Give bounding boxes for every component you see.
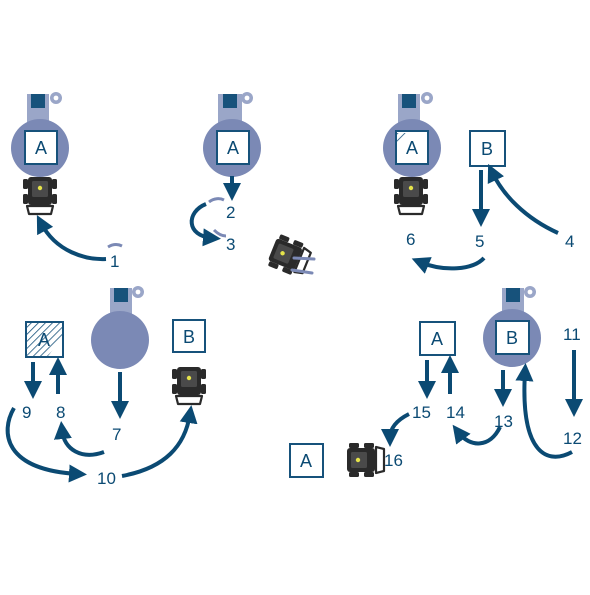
step-label: 5 (475, 232, 484, 251)
box-a-label: A (431, 329, 443, 349)
step-label: 1 (110, 252, 119, 271)
step-label: 11 (563, 325, 581, 344)
arrow-icon (452, 424, 502, 446)
step-label: 7 (112, 425, 121, 444)
arrow-icon (515, 363, 573, 459)
storage-box-b-icon: B (172, 319, 206, 353)
box-a-label: A (300, 451, 312, 471)
storage-box-a-icon: A (216, 130, 250, 165)
storage-box-b-icon: B (495, 320, 530, 355)
scene-2: A 2 3 (189, 92, 316, 280)
robot-icon (170, 365, 208, 406)
step-label: 6 (406, 230, 415, 249)
arrow-icon (381, 412, 410, 447)
storage-box-b-icon: B (469, 130, 506, 167)
arrow-icon (487, 163, 559, 235)
box-a-label: A (35, 138, 47, 158)
storage-box-a-icon: A (24, 130, 58, 165)
robot-icon (392, 175, 430, 216)
step-label: 2 (226, 203, 235, 222)
box-a-label: A (38, 330, 50, 350)
box-a-label: A (227, 138, 239, 158)
arrow-icon (5, 406, 87, 483)
robot-icon (21, 175, 59, 216)
step-label: 12 (563, 429, 582, 448)
storage-box-a-icon: A (289, 443, 324, 478)
storage-box-a-icon: A (395, 130, 429, 165)
box-b-label: B (481, 139, 493, 159)
scene-3: A B 4 5 6 (383, 92, 574, 274)
step-label: 8 (56, 403, 65, 422)
step-label: 16 (384, 451, 403, 470)
box-b-label: B (506, 328, 518, 348)
robot-icon (345, 441, 386, 479)
scene-5: A 15 14 A 16 B 13 11 12 (289, 286, 583, 479)
step-label: 3 (226, 235, 235, 254)
step-label: 10 (97, 469, 116, 488)
arrow-icon (36, 215, 107, 262)
step-label: 15 (412, 403, 431, 422)
scene-4: A 9 8 7 B 10 (5, 286, 208, 488)
storage-box-a-icon: A (25, 321, 64, 358)
arrow-icon (121, 405, 198, 478)
box-a-label: A (406, 138, 418, 158)
step-label: 14 (446, 403, 465, 422)
box-b-label: B (183, 327, 195, 347)
arrow-icon (189, 202, 221, 247)
scene-1: A 1 (11, 92, 123, 271)
step-label: 13 (494, 412, 513, 431)
arrow-icon (53, 421, 105, 457)
shelf-pod-icon (91, 286, 149, 369)
arrow-icon (411, 256, 486, 274)
storage-box-a-icon: A (419, 321, 456, 356)
step-label: 4 (565, 232, 574, 251)
step-label: 9 (22, 403, 31, 422)
